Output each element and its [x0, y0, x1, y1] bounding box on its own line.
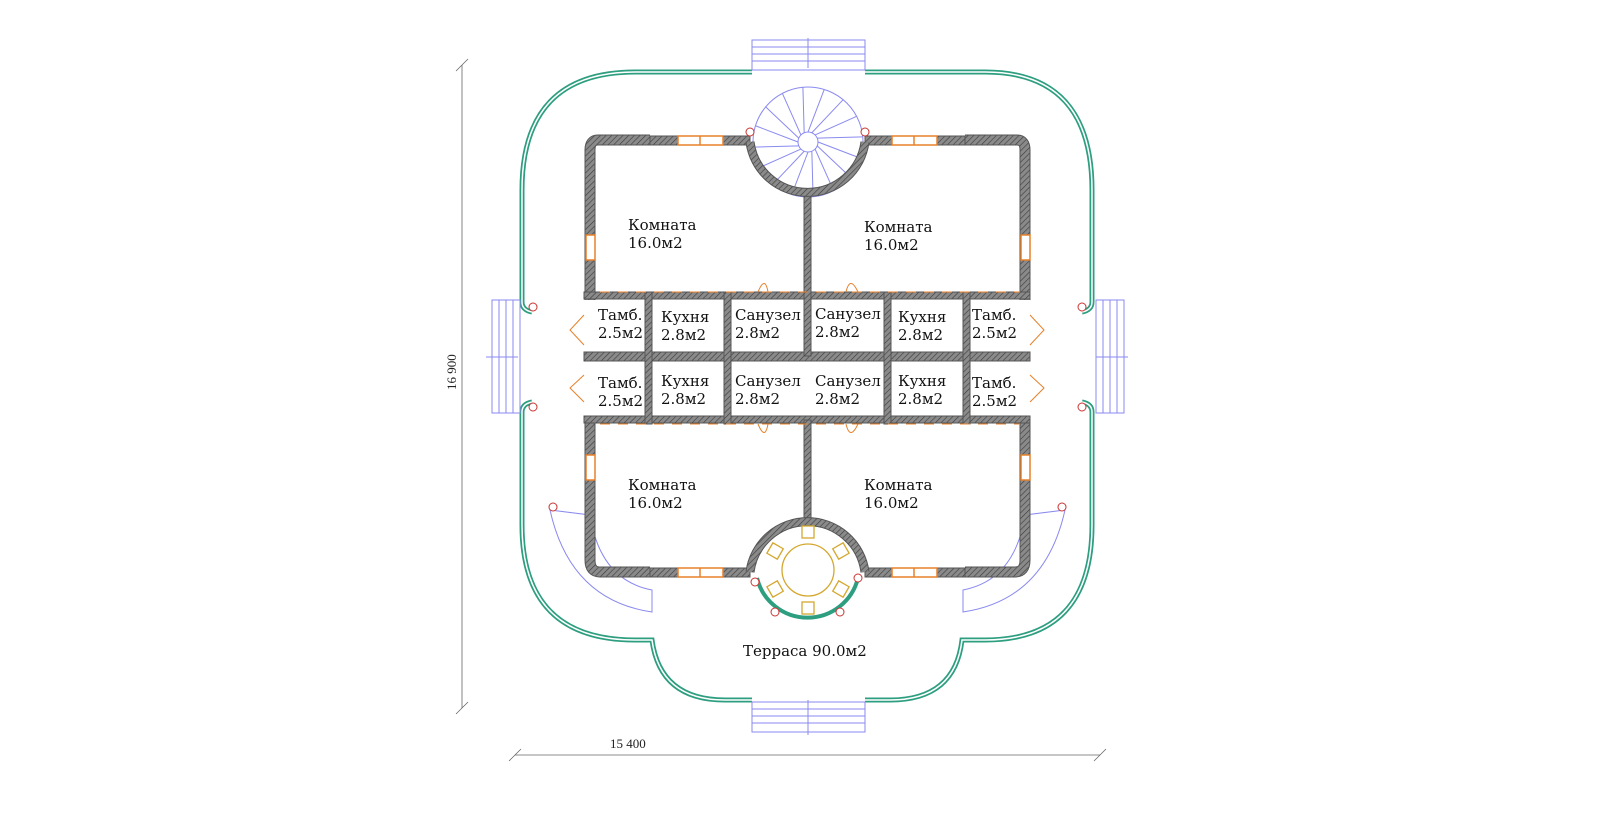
room-name-wc-2: Санузел	[815, 305, 881, 323]
stair-tread	[772, 150, 805, 185]
stair-tread	[817, 141, 861, 159]
room-area-room-sw: 16.0м2	[628, 494, 683, 512]
room-name-room-nw: Комната	[628, 216, 697, 234]
chair	[831, 541, 850, 561]
room-name-room-ne: Комната	[864, 218, 933, 236]
room-name-room-sw: Комната	[628, 476, 697, 494]
stair-tread	[811, 99, 844, 134]
room-area-wc-1: 2.8м2	[735, 324, 780, 342]
terrace-railing-inner	[521, 71, 1093, 701]
room-name-kitchen-4: Кухня	[898, 372, 946, 390]
room-name-tamb-1: Тамб.	[598, 306, 642, 324]
stair-tread	[781, 93, 802, 136]
entrance-steps	[486, 38, 1128, 735]
posts	[528, 127, 1087, 617]
room-area-room-se: 16.0м2	[864, 494, 919, 512]
room-name-kitchen-2: Кухня	[898, 308, 946, 326]
stair-tread	[817, 136, 863, 139]
terrace-label: Терраса 90.0м2	[743, 642, 867, 660]
room-area-tamb-4: 2.5м2	[972, 392, 1017, 410]
room-name-wc-1: Санузел	[735, 306, 801, 324]
room-area-kitchen-4: 2.8м2	[898, 390, 943, 408]
room-labels: Комната 16.0м2 Комната 16.0м2 Комната 16…	[598, 216, 1017, 660]
stair-tread	[816, 145, 851, 178]
stair-tread	[814, 115, 857, 136]
building-walls	[583, 134, 1031, 620]
windows	[585, 135, 1031, 578]
room-area-wc-2: 2.8м2	[815, 323, 860, 341]
chair	[766, 541, 785, 561]
width-dimension-label: 15 400	[610, 736, 646, 751]
chair	[831, 579, 850, 599]
dining-table	[766, 525, 850, 615]
room-area-wc-4: 2.8м2	[815, 390, 860, 408]
chair	[801, 525, 815, 539]
room-area-wc-3: 2.8м2	[735, 390, 780, 408]
room-area-kitchen-3: 2.8м2	[661, 390, 706, 408]
corner-stairs	[549, 509, 1066, 613]
stair-tread	[759, 148, 802, 169]
room-area-tamb-1: 2.5м2	[598, 324, 643, 342]
room-name-wc-4: Санузел	[815, 372, 881, 390]
room-name-kitchen-1: Кухня	[661, 308, 709, 326]
room-area-room-ne: 16.0м2	[864, 236, 919, 254]
dimension-lines	[455, 58, 1107, 762]
stair-tread	[753, 145, 799, 148]
stair-tread	[807, 89, 825, 133]
room-name-kitchen-3: Кухня	[661, 372, 709, 390]
room-area-tamb-3: 2.5м2	[598, 392, 643, 410]
room-name-tamb-4: Тамб.	[972, 374, 1016, 392]
door-swings	[569, 283, 1045, 433]
height-dimension-label: 16 900	[444, 354, 459, 390]
room-area-kitchen-1: 2.8м2	[661, 326, 706, 344]
room-area-room-nw: 16.0м2	[628, 234, 683, 252]
room-area-kitchen-2: 2.8м2	[898, 326, 943, 344]
stair-tread	[802, 87, 805, 133]
room-name-tamb-3: Тамб.	[598, 374, 642, 392]
room-name-room-se: Комната	[864, 476, 933, 494]
chair	[801, 601, 815, 615]
stair-tread	[765, 106, 800, 139]
stair-tread	[755, 125, 799, 143]
room-area-tamb-2: 2.5м2	[972, 324, 1017, 342]
room-name-wc-3: Санузел	[735, 372, 801, 390]
chair	[766, 579, 785, 599]
room-name-tamb-2: Тамб.	[972, 306, 1016, 324]
